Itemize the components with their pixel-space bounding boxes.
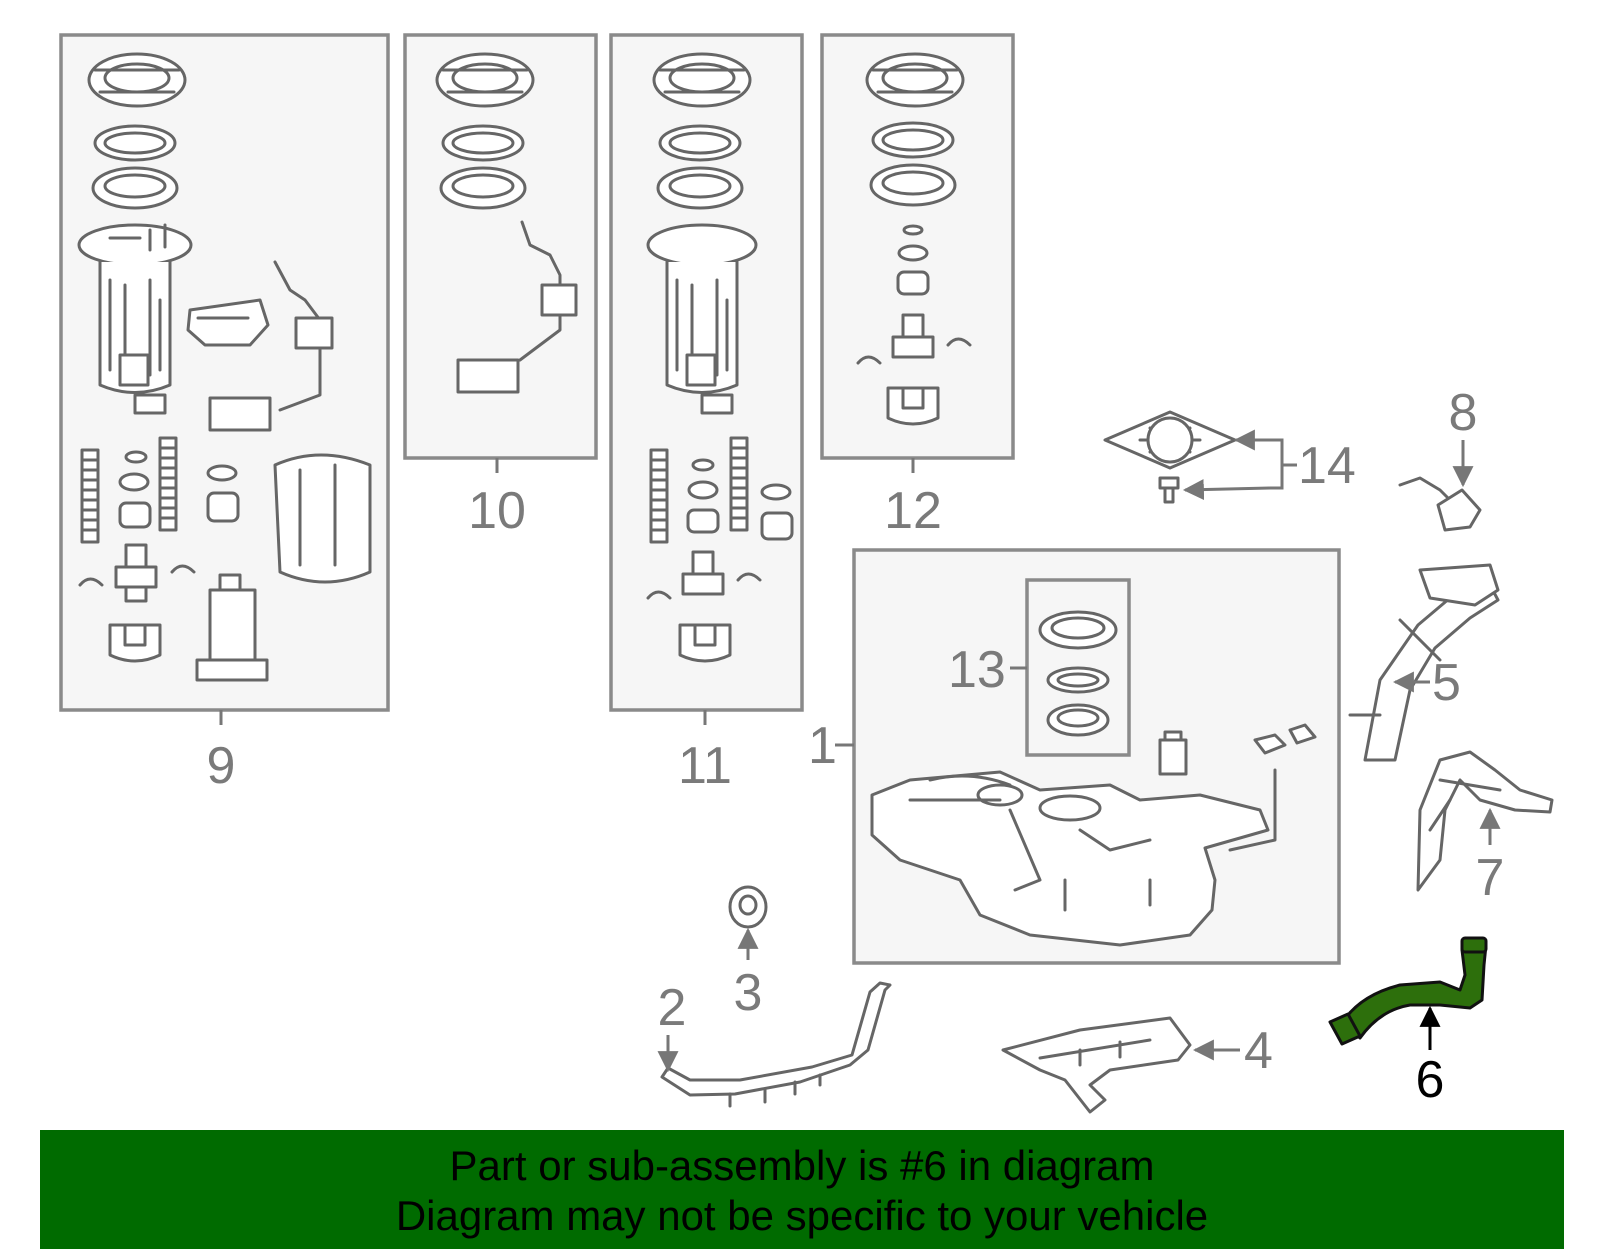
callout-10: 10 [468,482,526,540]
part-6-highlighted-hose [1328,936,1488,1046]
callout-7: 7 [1476,849,1505,907]
part-5 [1348,563,1500,762]
callout-2: 2 [658,979,687,1037]
info-banner: Part or sub-assembly is #6 in diagram Di… [40,1130,1564,1249]
assembly-box-13 [1025,578,1131,757]
part-7 [1416,750,1554,892]
assembly-box-10 [403,33,598,460]
callout-11: 11 [678,737,732,795]
callout-5: 5 [1432,654,1461,712]
callout-12: 12 [884,482,942,540]
assembly-box-12 [820,33,1015,460]
part-4 [1001,1016,1192,1114]
part-8 [1398,476,1482,532]
callout-1: 1 [808,717,837,775]
part-3 [728,885,768,929]
callout-8: 8 [1449,384,1478,442]
callout-9: 9 [207,737,236,795]
callout-4: 4 [1244,1022,1273,1080]
callout-13: 13 [948,641,1006,699]
assembly-box-9 [59,33,390,712]
banner-line-1: Part or sub-assembly is #6 in diagram [449,1142,1155,1189]
banner-line-2: Diagram may not be specific to your vehi… [395,1192,1209,1239]
callout-3: 3 [734,964,763,1022]
assembly-box-11 [609,33,804,712]
assembly-box-1 [852,548,1341,965]
part-2 [660,981,892,1108]
callout-14: 14 [1298,437,1356,495]
callout-6: 6 [1416,1051,1445,1109]
part-14 [1103,410,1237,504]
